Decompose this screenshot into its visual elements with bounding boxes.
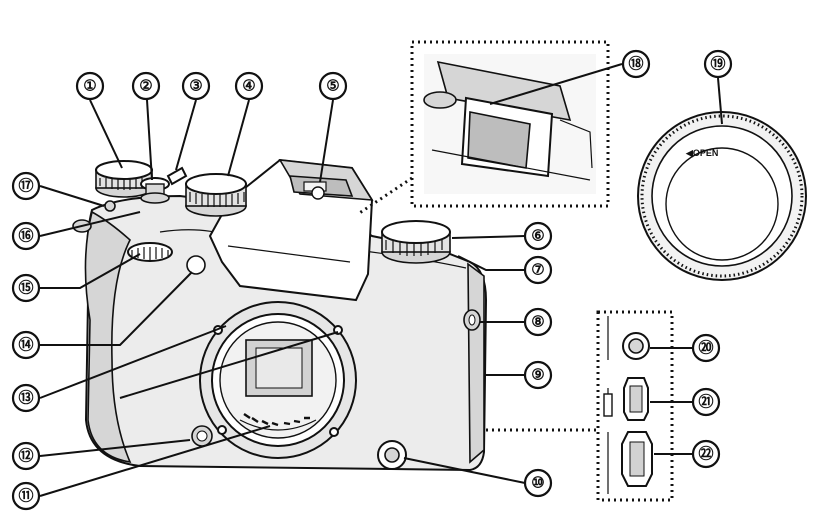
flash-inset <box>410 40 610 208</box>
callout-label-2: ② <box>139 78 152 95</box>
callout-20: ⑳ <box>691 333 721 363</box>
callout-label-13: ⑬ <box>18 389 33 407</box>
callout-5: ⑤ <box>318 71 348 101</box>
callout-label-20: ⑳ <box>698 339 713 357</box>
callout-label-9: ⑨ <box>531 367 544 384</box>
callout-label-10: ⑩ <box>531 475 544 492</box>
callout-9: ⑨ <box>523 360 553 390</box>
callout-6: ⑥ <box>523 221 553 251</box>
callout-18: ⑱ <box>621 49 651 79</box>
callout-3: ③ <box>181 71 211 101</box>
callout-17: ⑰ <box>11 171 41 201</box>
dial-small <box>140 166 188 204</box>
lens-release-button <box>191 425 213 447</box>
dial-top-right <box>185 173 247 217</box>
callout-label-17: ⑰ <box>18 177 33 195</box>
callout-label-11: ⑪ <box>18 487 33 505</box>
callout-21: ㉑ <box>691 387 721 417</box>
callout-label-3: ③ <box>189 78 202 95</box>
callout-13: ⑬ <box>11 383 41 413</box>
callout-7: ⑦ <box>523 255 553 285</box>
callout-label-19: ⑲ <box>710 55 725 73</box>
callout-22: ㉒ <box>691 439 721 469</box>
callout-label-12: ⑫ <box>18 447 33 465</box>
callout-1: ① <box>75 71 105 101</box>
callout-label-14: ⑭ <box>18 336 33 354</box>
callout-12: ⑫ <box>11 441 41 471</box>
ports-inset <box>596 310 674 502</box>
front-command-dial <box>127 242 173 262</box>
body-cap: ◀OPEN <box>637 111 807 281</box>
callout-label-15: ⑮ <box>18 279 33 297</box>
leader-lines <box>39 63 723 497</box>
body-cap-open-label: ◀OPEN <box>685 148 718 158</box>
callout-19: ⑲ <box>703 49 733 79</box>
callout-label-6: ⑥ <box>531 228 544 245</box>
callout-label-4: ④ <box>242 78 255 95</box>
strap-eyelet-right <box>463 309 481 331</box>
callout-15: ⑮ <box>11 273 41 303</box>
callout-11: ⑪ <box>11 481 41 511</box>
callout-2: ② <box>131 71 161 101</box>
dial-right <box>381 220 451 264</box>
callout-4: ④ <box>234 71 264 101</box>
callout-label-16: ⑯ <box>18 227 33 245</box>
callout-8: ⑧ <box>523 307 553 337</box>
callout-label-21: ㉑ <box>698 393 713 411</box>
callout-14: ⑭ <box>11 330 41 360</box>
callout-label-7: ⑦ <box>531 262 544 279</box>
lens-mount <box>199 301 357 459</box>
callout-16: ⑯ <box>11 221 41 251</box>
callout-label-8: ⑧ <box>531 314 544 331</box>
function-button <box>377 440 407 470</box>
callout-label-18: ⑱ <box>628 55 643 73</box>
callout-label-22: ㉒ <box>698 445 713 463</box>
dial-left <box>95 160 153 198</box>
callout-10: ⑩ <box>523 468 553 498</box>
callout-label-1: ① <box>83 78 96 95</box>
hot-shoe <box>288 175 354 200</box>
callout-label-5: ⑤ <box>326 78 339 95</box>
af-assist-lamp <box>186 255 206 275</box>
